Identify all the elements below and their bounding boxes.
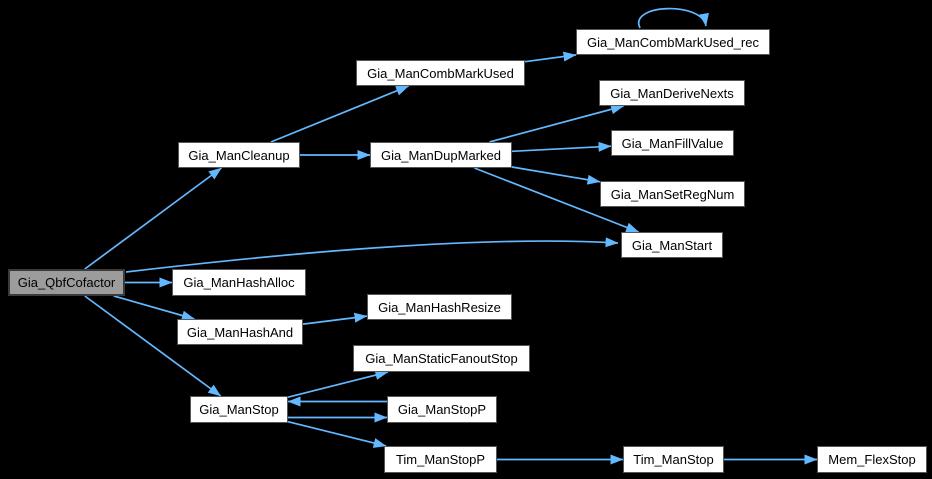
node-dupmarked[interactable]: Gia_ManDupMarked <box>370 142 512 168</box>
node-label: Gia_ManCombMarkUsed_rec <box>587 34 759 50</box>
edge-dupmarked-to-start <box>474 167 640 233</box>
edge-rec-to-rec <box>637 7 709 29</box>
node-label: Gia_ManDeriveNexts <box>610 85 734 101</box>
node-stop[interactable]: Gia_ManStop <box>190 396 288 423</box>
node-label: Gia_ManHashAnd <box>186 324 294 340</box>
node-timstopp[interactable]: Tim_ManStopP <box>384 446 497 473</box>
node-flexstop[interactable]: Mem_FlexStop <box>817 446 927 473</box>
node-label: Gia_ManStaticFanoutStop <box>365 351 518 366</box>
node-hashand[interactable]: Gia_ManHashAnd <box>177 319 303 345</box>
node-setregnum[interactable]: Gia_ManSetRegNum <box>600 181 745 207</box>
node-fillvalue[interactable]: Gia_ManFillValue <box>611 130 734 156</box>
edge-qbf-to-stop <box>84 295 222 397</box>
node-start[interactable]: Gia_ManStart <box>621 232 723 258</box>
node-label: Gia_ManDupMarked <box>381 147 501 163</box>
node-hashalloc[interactable]: Gia_ManHashAlloc <box>172 269 306 296</box>
node-label: Gia_ManHashResize <box>378 299 501 315</box>
edge-cleanup-to-combmarkused <box>270 85 410 143</box>
edge-dupmarked-to-derivenexts <box>489 104 625 143</box>
node-hashresize[interactable]: Gia_ManHashResize <box>367 294 512 320</box>
node-staticfanoutstop[interactable]: Gia_ManStaticFanoutStop <box>353 345 530 372</box>
node-stopp[interactable]: Gia_ManStopP <box>387 396 497 423</box>
edge-hashand-to-hashresize <box>302 312 368 325</box>
node-label: Mem_FlexStop <box>828 452 916 467</box>
node-label: Gia_ManFillValue <box>621 135 724 151</box>
edge-qbf-to-cleanup <box>84 167 222 270</box>
node-label: Tim_ManStop <box>633 452 714 467</box>
node-label: Gia_QbfCofactor <box>17 275 116 290</box>
node-label: Gia_ManCleanup <box>188 147 290 163</box>
node-timstop[interactable]: Tim_ManStop <box>623 446 724 473</box>
node-combmarkused[interactable]: Gia_ManCombMarkUsed <box>356 60 525 86</box>
node-label: Gia_ManSetRegNum <box>610 186 735 202</box>
node-label: Gia_ManStop <box>199 402 279 417</box>
node-label: Gia_ManCombMarkUsed <box>367 65 514 81</box>
edge-qbf-to-hashand <box>113 295 195 321</box>
edge-dupmarked-to-setregnum <box>511 166 601 185</box>
edge-qbf-to-start <box>125 237 619 273</box>
edge-stop-to-staticfanoutstop <box>287 370 389 399</box>
edge-dupmarked-to-fillvalue <box>511 141 612 153</box>
edge-combmarkused-to-rec <box>524 51 577 63</box>
node-qbf: Gia_QbfCofactor <box>8 269 125 296</box>
node-label: Tim_ManStopP <box>395 452 486 467</box>
node-rec[interactable]: Gia_ManCombMarkUsed_rec <box>576 29 770 55</box>
node-label: Gia_ManHashAlloc <box>183 275 295 290</box>
node-label: Gia_ManStopP <box>397 402 487 417</box>
edge-stop-to-timstopp <box>287 420 387 448</box>
node-label: Gia_ManStart <box>631 237 713 253</box>
node-derivenexts[interactable]: Gia_ManDeriveNexts <box>599 80 745 106</box>
node-cleanup[interactable]: Gia_ManCleanup <box>178 142 300 168</box>
